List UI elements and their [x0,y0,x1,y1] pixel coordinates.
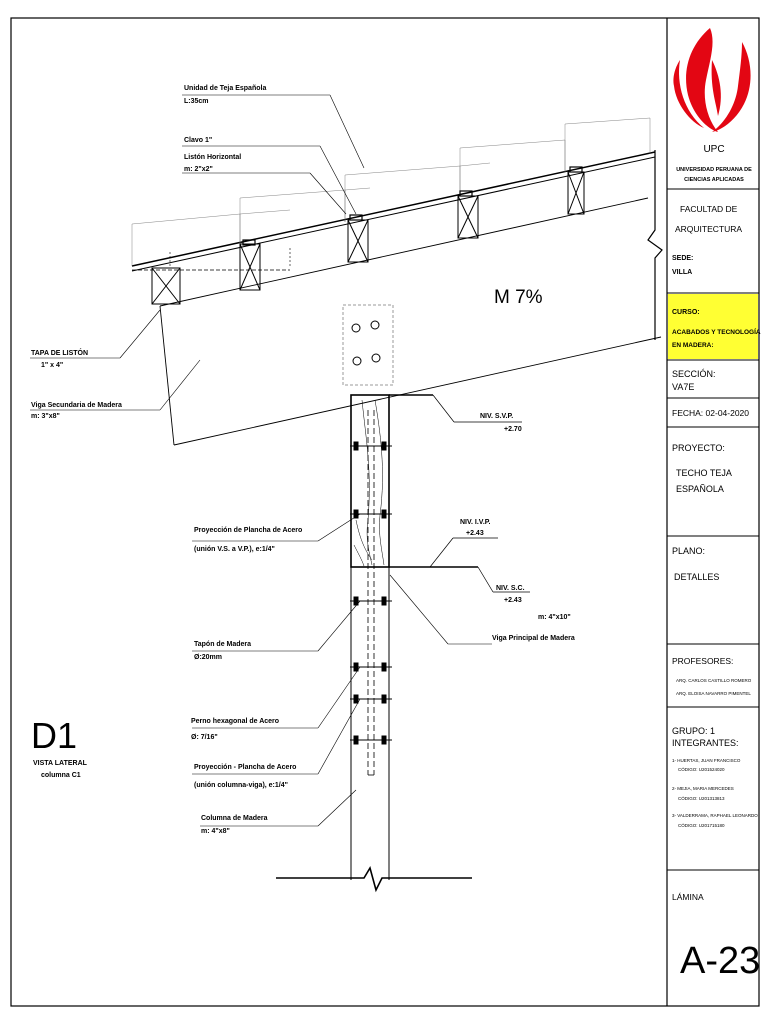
curso-value-line2: EN MADERA: [672,342,714,349]
label-batten-cap: TAPA DE LISTÓN [31,348,88,357]
label-hex-bolt: Perno hexagonal de Acero [191,718,279,725]
label-wood-plug-size: Ø:20mm [194,654,222,661]
hex-bolts [350,441,392,745]
label-plate-projection-2-detail: (unión columna-viga), e:1/4" [194,782,288,789]
detail-id: D1 [31,715,77,756]
secondary-beam-bottom [173,336,662,446]
grupo-line2: INTEGRANTES: [672,738,739,748]
integrante-2-code: CÓDIGO: U201313813 [678,795,725,801]
label-secondary-beam: Viga Secundaria de Madera [31,402,122,409]
plano-value: DETALLES [674,572,719,582]
label-nail: Clavo 1" [184,137,212,144]
drawing-labels: Unidad de Teja Española L:35cm Clavo 1" … [31,85,575,835]
label-wood-plug: Tapón de Madera [194,641,251,648]
roof-detail-drawing [30,94,663,893]
label-nvsc: NIV. S.C. [496,585,525,592]
seccion-label: SECCIÓN: [672,369,716,379]
batten-blocks [151,171,585,305]
upc-logo-icon [673,28,751,132]
label-nvsvp: NIV. S.V.P. [480,413,513,420]
label-hex-bolt-size: Ø: 7/16" [191,734,218,741]
logo-name-line2: CIENCIAS APLICADAS [684,177,744,183]
label-main-beam-size: m: 4"x10" [538,614,571,621]
sede-value: VILLA [672,269,692,276]
integrante-1-code: CÓDIGO: U201524020 [678,766,725,772]
label-nvsc-value: +2.43 [504,597,522,604]
ground-break-line [276,865,472,893]
lamina-value: A-23 [680,940,760,982]
label-column: Columna de Madera [201,815,268,822]
lamina-label: LÁMINA [672,892,704,902]
proyecto-label: PROYECTO: [672,443,725,453]
plano-label: PLANO: [672,546,705,556]
label-plate-projection-2: Proyección - Plancha de Acero [194,764,296,771]
label-nvivp: NIV. I.V.P. [460,519,491,526]
seccion-value: VA7E [672,382,694,392]
label-nvivp-value: +2.43 [466,530,484,537]
faculty-line1: FACULTAD DE [680,204,738,214]
logo-abbr: UPC [703,144,724,155]
label-tile-unit: Unidad de Teja Española [184,85,266,92]
integrante-1-name: 1- HUERTAS, JUAN FRANCISCO [672,758,741,763]
integrante-3-name: 3- VALDERRAMA, RAPHAEL LEONARDO [672,813,758,818]
course-highlight [668,294,758,359]
curso-value-line1: ACABADOS Y TECNOLOGÍA [672,327,761,336]
curso-label: CURSO: [672,309,700,316]
proyecto-line1: TECHO TEJA [676,468,732,478]
label-main-beam: Viga Principal de Madera [492,635,575,642]
title-block: UPC UNIVERSIDAD PERUANA DE CIENCIAS APLI… [667,28,761,982]
label-tile-length: L:35cm [184,98,209,105]
profesor-2: ARQ. ELOISA NAVARRO PIMENTEL [676,691,751,696]
label-secondary-beam-size: m: 3"x8" [31,413,60,420]
main-beam [350,394,390,568]
detail-view: VISTA LATERAL [33,760,88,767]
sheet-border [10,17,760,1007]
profesores-label: PROFESORES: [672,656,733,666]
label-batten: Listón Horizontal [184,154,241,161]
plate-bolt-holes [342,304,394,386]
grupo-line1: GRUPO: 1 [672,726,715,736]
proyecto-line2: ESPAÑOLA [676,484,724,494]
label-column-size: m: 4"x8" [201,828,230,835]
label-batten-size: m: 2"x2" [184,166,213,173]
label-batten-cap-size: 1" x 4" [41,362,63,369]
logo-name-line1: UNIVERSIDAD PERUANA DE [676,167,752,173]
detail-element: columna C1 [41,772,81,779]
integrante-2-name: 2- MEJIA, MARIA MERCEDES [672,786,734,791]
label-plate-projection-1-detail: (unión V.S. a V.P.), e:1/4" [194,546,275,553]
faculty-line2: ARQUITECTURA [675,224,742,234]
label-plate-projection-1: Proyección de Plancha de Acero [194,527,302,534]
integrante-3-code: CÓDIGO: U201715180 [678,822,725,828]
label-slope: M 7% [494,287,543,308]
label-nvsvp-value: +2.70 [504,426,522,433]
profesor-1: ARQ. CARLOS CASTILLO ROMERO [676,678,752,683]
sede-label: SEDE: [672,255,693,262]
fecha: FECHA: 02-04-2020 [672,408,749,418]
